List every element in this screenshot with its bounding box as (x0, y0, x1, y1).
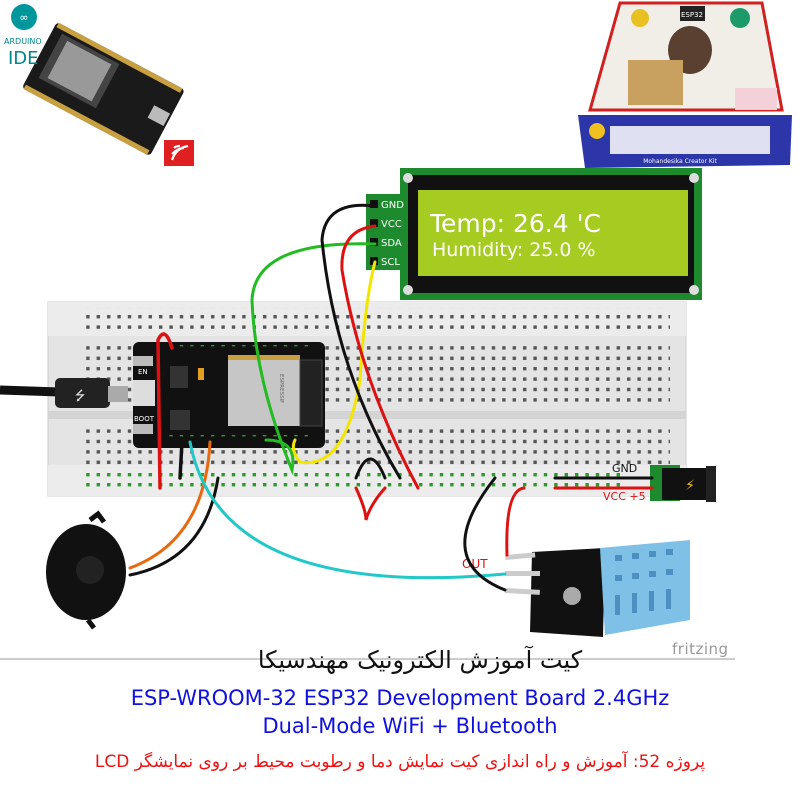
project-caption: پروژه 52: آموزش و راه اندازی کیت نمایش د… (94, 752, 706, 772)
arduino-ide-logo: ∞ ARDUINO IDE (4, 4, 42, 69)
box-brand-text: Mohandesika Creator Kit (643, 158, 717, 165)
wire-red-rail-jumper (354, 486, 387, 521)
arduino-text: ARDUINO (4, 37, 42, 46)
wires (128, 203, 654, 592)
wire-black-rail-jumper (354, 457, 387, 480)
en-label: EN (138, 368, 148, 376)
usb-cable: ⭍ (0, 378, 128, 408)
wire-cyan-dht-out (188, 440, 507, 580)
wire-black-esp-gnd (178, 440, 184, 480)
module-label: ESPRESSIF (278, 374, 284, 403)
title-persian: کیت آموزش الکترونیک مهندسیکا (257, 646, 583, 674)
wire-red-esp-3v3 (156, 332, 174, 490)
wire-red-dht-vcc (505, 486, 526, 557)
ide-text: IDE (8, 48, 39, 69)
boot-label: BOOT (134, 415, 155, 423)
wire-black-gnd-lcd (320, 203, 402, 480)
product-box-photo: ESP32 Mohandesika Creator Kit (578, 1, 792, 168)
esp32-devkit: ESPRESSIF EN BOOT (133, 342, 325, 448)
dht11-sensor: OUT (462, 540, 690, 637)
power-icon: ⚡ (685, 478, 695, 494)
lcd-pin-gnd: GND (381, 200, 404, 211)
box-esp32-text: ESP32 (681, 11, 703, 19)
wire-black-dht-gnd (463, 476, 507, 592)
esp32-board-photo (23, 22, 184, 155)
lcd-line-2: Humidity: 25.0 % (432, 239, 596, 261)
wire-yellow-scl (291, 260, 377, 465)
lcd-pin-scl: SCL (381, 257, 400, 268)
gnd-label: GND (612, 462, 637, 475)
lcd-line-1: Temp: 26.4 'C (429, 209, 601, 238)
wire-red-vcc-lcd (340, 224, 420, 490)
usb-icon: ⭍ (75, 389, 86, 404)
fritzing-watermark: fritzing (672, 640, 729, 658)
espressif-logo (164, 140, 194, 166)
lcd-pin-sda: SDA (381, 238, 402, 249)
wire-orange-buzzer (128, 440, 212, 570)
wire-black-buzzer (128, 476, 220, 577)
wire-green-sda (250, 242, 377, 476)
svg-text:∞: ∞ (19, 11, 28, 24)
lcd-display: Temp: 26.4 'C Humidity: 25.0 % GND VCC S… (366, 168, 702, 300)
lcd-pin-vcc: VCC (381, 219, 402, 230)
buzzer (46, 510, 126, 630)
title-english-line-2: Dual-Mode WiFi + Bluetooth (262, 714, 558, 738)
title-english-line-1: ESP-WROOM-32 ESP32 Development Board 2.4… (130, 686, 670, 710)
power-jack: ⚡ GND VCC +5 (603, 462, 716, 503)
vcc-label: VCC +5 (603, 490, 646, 503)
